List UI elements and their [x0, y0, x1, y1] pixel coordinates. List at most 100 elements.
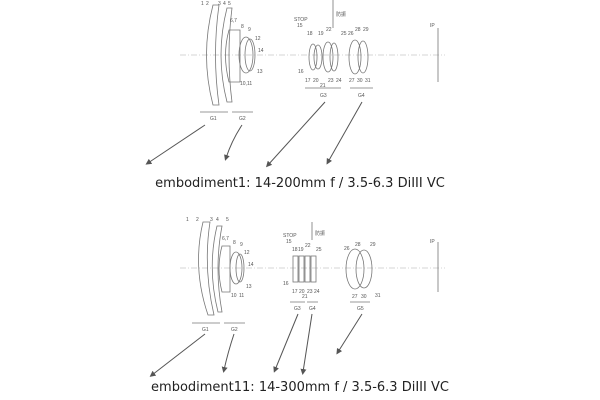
element-number: 27 — [352, 294, 358, 300]
group-label: G1 — [202, 327, 209, 333]
caption-embodiment1: embodiment1: 14-200mm f / 3.5-6.3 DiIII … — [155, 176, 445, 191]
element-number: 29 — [370, 242, 376, 248]
lens-element — [310, 255, 317, 283]
element-number: 2 — [206, 1, 209, 7]
element-number: 28 — [355, 242, 361, 248]
lens-element — [238, 36, 254, 74]
caption-embodiment11: embodiment11: 14-300mm f / 3.5-6.3 DiIII… — [151, 380, 449, 395]
element-number: 26 — [344, 246, 350, 252]
figure-embodiment1: 防振 STOP 15 IP 1 2 3 4 5 6,7 8 9 12 14 13… — [145, 0, 445, 168]
lens-element — [322, 41, 334, 73]
element-number: 22 — [326, 27, 332, 33]
element-number: 12 — [244, 250, 250, 256]
element-number: 24 — [336, 78, 342, 84]
arrow — [221, 333, 235, 373]
group-label: G3 — [320, 93, 327, 99]
group-label: G4 — [309, 306, 316, 312]
element-number: 11 — [239, 293, 244, 299]
lens-element — [298, 255, 305, 283]
group-label: G1 — [210, 116, 217, 122]
lens-element — [357, 40, 369, 74]
element-number: 5 — [226, 217, 229, 223]
arrow — [145, 124, 206, 165]
element-number: 27 — [349, 78, 355, 84]
element-number: 2 — [196, 217, 199, 223]
stop-number: 15 — [297, 23, 303, 29]
lens-element — [211, 225, 223, 313]
arrow — [149, 333, 206, 377]
lens-element — [244, 38, 256, 72]
element-number: 25 — [341, 31, 347, 37]
arrow — [336, 313, 363, 355]
lens-element — [198, 221, 215, 316]
group-label: G4 — [358, 93, 365, 99]
element-number: 21 — [320, 83, 326, 89]
lens-element — [206, 4, 220, 106]
element-number: 21 — [302, 294, 308, 300]
element-number: 9 — [248, 27, 251, 33]
figure-embodiment11: 防振 STOP 15 IP 1 2 3 4 5 6,7 8 9 12 14 13… — [149, 217, 445, 377]
element-number: 19 — [318, 31, 324, 37]
element-number: 6,7 — [222, 236, 229, 242]
element-number: 30 — [361, 294, 367, 300]
lens-element — [229, 251, 243, 285]
element-number: 16 — [298, 69, 304, 75]
element-number: 1 — [201, 1, 204, 7]
stop-label: STOP — [294, 17, 308, 23]
lens-element — [355, 249, 373, 289]
element-number: 23 — [307, 289, 313, 295]
element-number: 9 — [240, 242, 243, 248]
element-number: 31 — [375, 293, 381, 299]
lens-element — [292, 255, 299, 283]
focus-label: 防振 — [315, 230, 325, 237]
lens-element — [235, 253, 245, 283]
lens-element — [218, 245, 231, 293]
element-number: 30 — [357, 78, 363, 84]
element-number: 19 — [298, 247, 304, 253]
element-number: 24 — [314, 289, 320, 295]
group-label: G5 — [357, 306, 364, 312]
element-number: 10,11 — [240, 81, 252, 87]
element-number: 8 — [241, 24, 244, 30]
arrow — [273, 313, 299, 373]
group-label: G3 — [294, 306, 301, 312]
element-number: 26 — [348, 31, 354, 37]
element-number: 31 — [365, 78, 371, 84]
element-number: 17 — [292, 289, 298, 295]
element-number: 5 — [228, 1, 231, 7]
element-number: 6,7 — [230, 18, 237, 24]
lens-element — [329, 42, 339, 72]
element-number: 23 — [328, 78, 334, 84]
lens-element — [313, 44, 323, 70]
element-number: 14 — [258, 48, 264, 54]
lens-element — [345, 248, 365, 290]
element-number: 4 — [223, 1, 226, 7]
element-number: 4 — [216, 217, 219, 223]
stop-label: STOP — [283, 233, 297, 239]
element-number: 18 — [292, 247, 298, 253]
element-number: 22 — [305, 243, 311, 249]
element-number: 14 — [248, 262, 254, 268]
element-number: 13 — [257, 69, 263, 75]
element-number: 20 — [299, 289, 305, 295]
element-number: 18 — [307, 31, 313, 37]
stop-number: 15 — [286, 239, 292, 245]
element-number: 12 — [255, 36, 261, 42]
element-number: 29 — [363, 27, 369, 33]
element-number: 3 — [210, 217, 213, 223]
element-number: 28 — [355, 27, 361, 33]
element-number: 16 — [283, 281, 289, 287]
element-number: 10 — [231, 293, 237, 299]
lens-element — [304, 255, 311, 283]
arrow — [224, 124, 243, 161]
element-number: 13 — [246, 284, 252, 290]
lens-element — [308, 43, 318, 71]
lens-element — [225, 29, 241, 83]
element-number: 8 — [233, 240, 236, 246]
element-number: 17 — [305, 78, 311, 84]
group-label: G2 — [231, 327, 238, 333]
focus-label: 防振 — [336, 11, 346, 18]
image-plane-label: IP — [430, 239, 435, 245]
element-number: 20 — [313, 78, 319, 84]
